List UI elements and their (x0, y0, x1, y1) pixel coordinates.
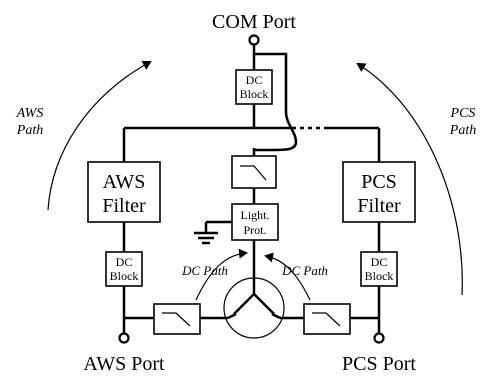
dc-path-right-arrow (264, 252, 311, 301)
wiring (122, 44, 381, 334)
switch-contact-right (271, 312, 281, 320)
switch-arm-right (253, 293, 275, 315)
light-prot-line2: Prot. (243, 223, 266, 237)
dc-bypass-wire (254, 52, 298, 152)
dc-block-top-line1: DC (246, 73, 263, 87)
pcs-path-arrow (356, 62, 463, 296)
aws-port-terminal (118, 332, 130, 344)
switch-contact-left (227, 312, 237, 320)
pcs-port-terminal (373, 332, 385, 344)
dc-block-left-line1: DC (116, 255, 133, 269)
dc-block-left-line2: Block (110, 269, 139, 283)
com-port-label: COM Port (212, 11, 296, 33)
pcs-path-label-line2: Path (449, 123, 476, 138)
pcs-filter-line2: Filter (357, 195, 401, 217)
right-lowpass-filter (303, 303, 351, 335)
ground-icon (194, 231, 218, 245)
pcs-filter-line1: PCS (361, 171, 397, 193)
switch-arm-left (233, 293, 255, 315)
com-port-terminal (248, 34, 260, 46)
dc-block-left: DC Block (105, 251, 143, 287)
dc-block-right: DC Block (360, 251, 398, 287)
left-lowpass-filter (153, 303, 201, 335)
pcs-path-label-line1: PCS (450, 106, 476, 121)
dc-switch (223, 277, 285, 339)
dc-path-right-label: DC Path (281, 263, 328, 278)
aws-port-label: AWS Port (83, 353, 165, 375)
aws-path-label-line1: AWS (16, 106, 44, 121)
aws-filter-line2: Filter (102, 195, 146, 217)
dc-block-top: DC Block (235, 69, 273, 105)
dc-block-top-line2: Block (240, 87, 269, 101)
dc-path-left-label: DC Path (181, 263, 228, 278)
aws-path-arrow (47, 60, 152, 211)
lightning-protection: Light. Prot. (231, 203, 279, 241)
light-prot-line1: Light. (241, 208, 270, 222)
switch-circle (223, 277, 285, 339)
pcs-port-label: PCS Port (342, 353, 416, 375)
lowpass-icon (312, 312, 341, 327)
lowpass-icon (240, 165, 267, 181)
dc-block-right-line1: DC (371, 255, 388, 269)
aws-filter: AWS Filter (87, 161, 161, 223)
lowpass-icon (162, 312, 191, 327)
aws-path-label-line2: Path (16, 123, 43, 138)
center-lowpass-filter (231, 155, 277, 189)
dc-path-left-arrow (195, 248, 248, 301)
pcs-filter: PCS Filter (342, 161, 416, 223)
dc-block-right-line2: Block (365, 269, 394, 283)
aws-filter-line1: AWS (103, 171, 146, 193)
